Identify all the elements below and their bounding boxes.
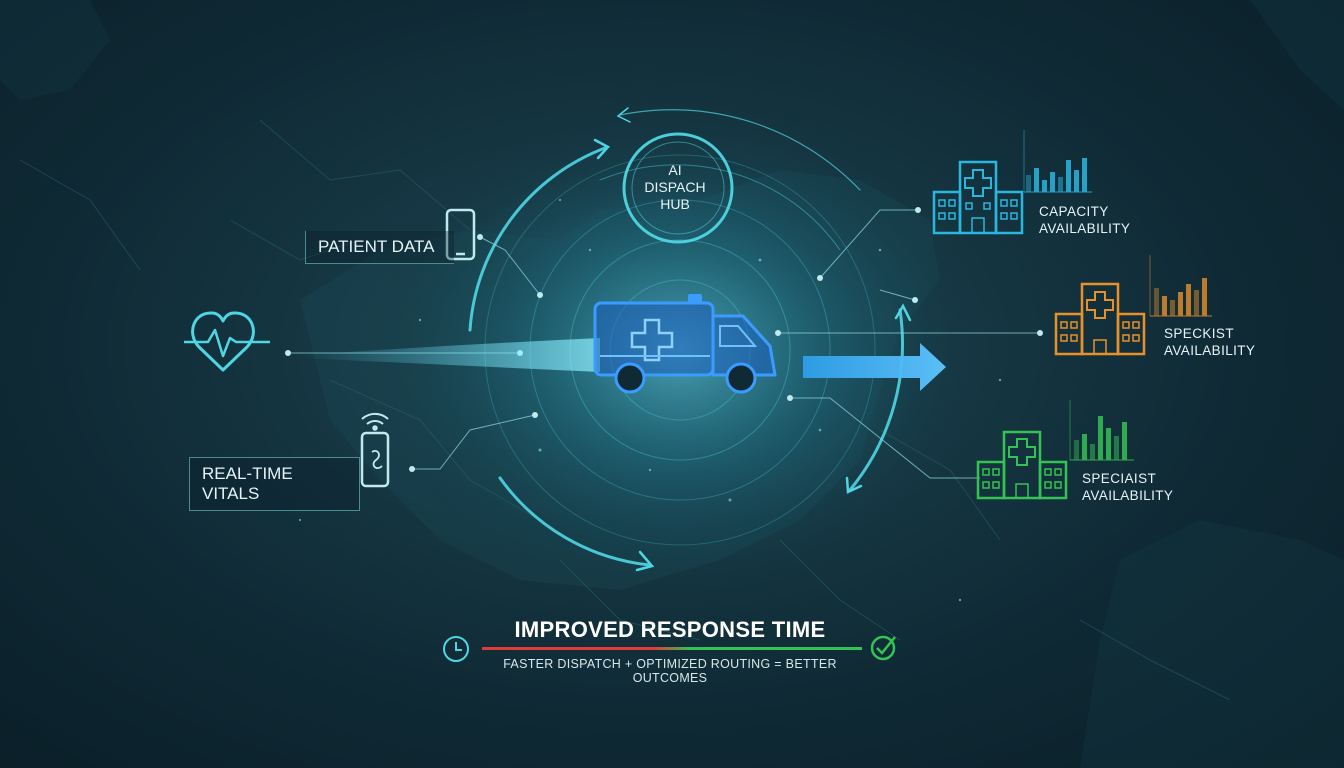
footer-subtitle: FASTER DISPATCH + OPTIMIZED ROUTING = BE… <box>503 657 837 685</box>
response-time-bar <box>482 647 862 650</box>
specialist2-label-line1: SPECIAIST <box>1082 471 1157 486</box>
ai-hub-label: AI DISPACH HUB <box>640 162 710 213</box>
wireless-vitals-phone-icon <box>360 412 390 488</box>
hospital-icon-capacity <box>932 160 1024 235</box>
hospital-icon-specialist-1 <box>1054 282 1146 356</box>
capacity-bar-chart <box>1023 130 1092 193</box>
specialist-bar-chart-1 <box>1149 255 1212 317</box>
hub-label-line3: HUB <box>660 196 690 212</box>
rotation-arcs <box>468 107 912 572</box>
ai-hub-ring <box>622 132 734 244</box>
footer-title: IMPROVED RESPONSE TIME <box>514 617 826 642</box>
specialist1-label-line1: SPECKIST <box>1164 326 1234 341</box>
capacity-availability-label: CAPACITY AVAILABILITY <box>1039 203 1130 237</box>
light-beam <box>300 338 600 372</box>
hub-label-line2: DISPACH <box>644 179 706 195</box>
capacity-label-line1: CAPACITY <box>1039 204 1109 219</box>
particle-dots <box>298 198 1002 602</box>
specialist-bar-chart-2 <box>1069 400 1134 461</box>
ambulance-icon <box>593 294 777 394</box>
route-arrow <box>803 343 946 391</box>
specialist2-label-line2: AVAILABILITY <box>1082 488 1174 503</box>
heart-rate-icon <box>184 311 270 372</box>
specialist1-label-line2: AVAILABILITY <box>1164 343 1256 358</box>
specialist-availability-label-1: SPECKIST AVAILABILITY <box>1164 325 1255 359</box>
clock-icon <box>443 636 469 662</box>
hub-label-line1: AI <box>668 162 682 178</box>
specialist-availability-label-2: SPECIAIST AVAILABILITY <box>1082 470 1173 504</box>
hospital-icon-specialist-2 <box>976 430 1068 500</box>
check-icon <box>870 635 896 661</box>
smartphone-icon <box>445 208 476 261</box>
connector-lines <box>288 209 1040 479</box>
capacity-label-line2: AVAILABILITY <box>1039 221 1131 236</box>
real-time-vitals-label: REAL-TIME VITALS <box>189 457 360 511</box>
patient-data-label: PATIENT DATA <box>305 231 454 264</box>
